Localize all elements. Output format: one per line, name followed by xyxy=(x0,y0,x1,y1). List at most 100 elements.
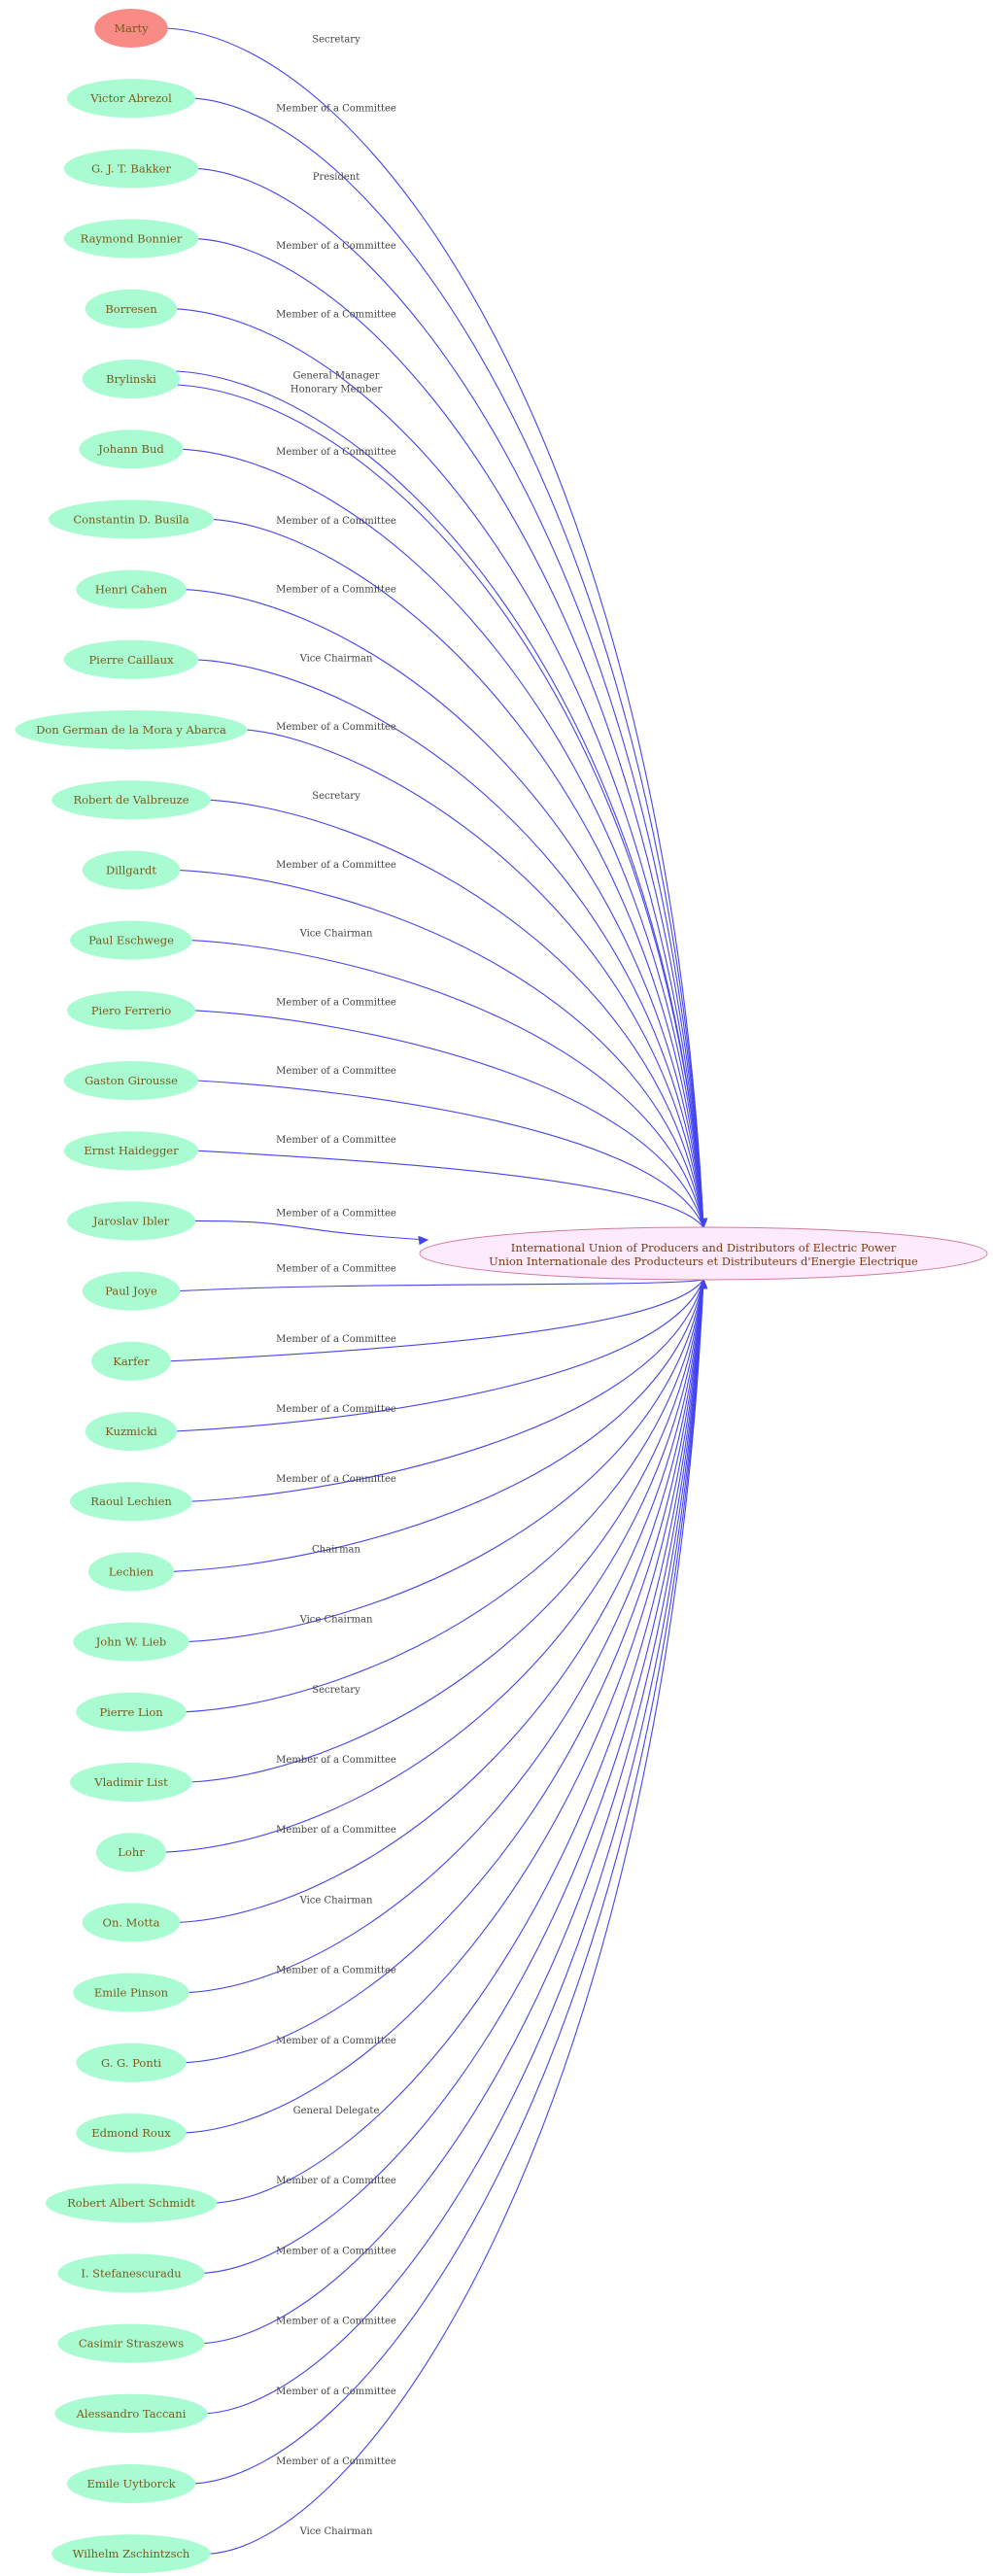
edge-label-5-a: General Manager xyxy=(292,371,379,382)
edge-label-18: Member of a Committee xyxy=(276,1264,396,1275)
edge-28 xyxy=(187,1279,704,1994)
person-name: Ernst Haidegger xyxy=(84,1144,179,1157)
edge-label-1: Member of a Committee xyxy=(276,103,396,114)
person-name: Pierre Caillaux xyxy=(88,653,174,667)
edge-4 xyxy=(175,308,704,1228)
edge-label-29: Member of a Committee xyxy=(276,2036,396,2046)
person-ellipse xyxy=(82,360,181,398)
person-node[interactable]: Henri Cahen xyxy=(76,569,187,609)
edge-label-32: Member of a Committee xyxy=(276,2246,396,2256)
person-node[interactable]: Don German de la Mora y Abarca xyxy=(15,710,248,749)
person-node[interactable]: Emile Uytborck xyxy=(66,2464,196,2503)
edge-arrowhead-36 xyxy=(699,1278,708,1289)
person-name: Constantin D. Busila xyxy=(73,512,189,526)
edge-24 xyxy=(184,1279,704,1713)
person-node[interactable]: Wilhelm Zschintzsch xyxy=(51,2534,211,2574)
person-node[interactable]: Raoul Lechien xyxy=(70,1482,192,1522)
person-node[interactable]: Vladimir List xyxy=(70,1763,192,1802)
person-ellipse xyxy=(82,850,181,890)
person-node[interactable]: Edmond Roux xyxy=(76,2113,187,2152)
edge-label-26: Member of a Committee xyxy=(276,1825,396,1836)
person-ellipse xyxy=(85,289,178,328)
person-node[interactable]: Paul Joye xyxy=(82,1271,181,1311)
person-node[interactable]: Kuzmicki xyxy=(85,1412,178,1451)
person-ellipse xyxy=(63,219,199,258)
person-node[interactable]: Lechien xyxy=(87,1552,175,1592)
edge-label-17: Member of a Committee xyxy=(276,1208,396,1219)
person-node[interactable]: Constantin D. Busila xyxy=(49,499,214,539)
person-node[interactable]: Casimir Straszews xyxy=(57,2323,205,2363)
edge-arrowhead-16 xyxy=(699,1218,708,1229)
edge-8 xyxy=(184,589,704,1228)
person-name: Gaston Girousse xyxy=(85,1074,178,1087)
person-node[interactable]: John W. Lieb xyxy=(73,1622,189,1662)
person-node[interactable]: Emile Pinson xyxy=(73,1973,189,2012)
person-ellipse xyxy=(15,710,248,749)
person-ellipse xyxy=(63,1061,199,1100)
person-ellipse xyxy=(45,2183,218,2223)
edge-label-31: Member of a Committee xyxy=(276,2176,396,2186)
person-ellipse xyxy=(91,1341,171,1381)
person-node[interactable]: Paul Eschwege xyxy=(70,920,192,960)
person-node[interactable]: Victor Abrezol xyxy=(66,79,196,119)
person-ellipse xyxy=(70,1482,192,1522)
person-node[interactable]: Gaston Girousse xyxy=(63,1061,199,1100)
person-node[interactable]: Karfer xyxy=(91,1341,171,1381)
edge-7 xyxy=(211,518,704,1228)
person-node[interactable]: Alessandro Taccani xyxy=(54,2393,208,2433)
person-ellipse xyxy=(82,1903,181,1942)
edge-label-7: Member of a Committee xyxy=(276,516,396,527)
person-node[interactable]: Jaroslav Ibler xyxy=(66,1201,196,1241)
person-ellipse xyxy=(57,2323,205,2363)
person-name: Paul Eschwege xyxy=(88,934,174,947)
person-ellipse xyxy=(63,149,199,189)
edge-label-21: Member of a Committee xyxy=(276,1474,396,1485)
person-name: Jaroslav Ibler xyxy=(92,1214,170,1227)
person-ellipse xyxy=(66,79,196,119)
person-node[interactable]: Lohr xyxy=(96,1833,166,1872)
person-name: Karfer xyxy=(113,1355,150,1368)
person-node[interactable]: Piero Ferrerio xyxy=(66,990,196,1030)
person-ellipse xyxy=(73,1973,189,2012)
edge-12 xyxy=(178,869,704,1228)
person-node[interactable]: Marty xyxy=(94,9,168,48)
person-ellipse xyxy=(51,2534,211,2574)
person-name: Alessandro Taccani xyxy=(76,2407,187,2421)
edge-25 xyxy=(189,1279,704,1783)
person-name: Raoul Lechien xyxy=(90,1494,172,1508)
person-node[interactable]: G. G. Ponti xyxy=(76,2043,187,2082)
edge-20 xyxy=(175,1279,704,1432)
edge-label-30: General Delegate xyxy=(293,2106,380,2116)
edge-label-25: Member of a Committee xyxy=(276,1755,396,1766)
person-node[interactable]: Ernst Haidegger xyxy=(63,1131,199,1171)
person-name: Emile Uytborck xyxy=(86,2477,176,2490)
person-node[interactable]: Pierre Caillaux xyxy=(63,639,199,679)
edge-label-36: Vice Chairman xyxy=(299,2526,373,2537)
hub-organization-node[interactable]: International Union of Producers and Dis… xyxy=(419,1226,988,1281)
person-node[interactable]: Johann Bud xyxy=(79,429,184,469)
person-name: Pierre Lion xyxy=(99,1705,163,1719)
person-ellipse xyxy=(87,1552,175,1592)
edge-label-23: Vice Chairman xyxy=(299,1615,373,1626)
person-node[interactable]: Raymond Bonnier xyxy=(63,219,199,258)
person-ellipse xyxy=(85,1412,178,1451)
edge-21 xyxy=(189,1279,704,1502)
person-node[interactable]: Borresen xyxy=(85,289,178,328)
person-node[interactable]: Pierre Lion xyxy=(76,1692,187,1732)
hub-label-line2: Union Internationale des Producteurs et … xyxy=(489,1254,918,1268)
person-node[interactable]: G. J. T. Bakker xyxy=(63,149,199,189)
person-ellipse xyxy=(70,1763,192,1802)
person-node[interactable]: Robert Albert Schmidt xyxy=(45,2183,218,2223)
person-node[interactable]: Robert de Valbreuze xyxy=(51,780,211,820)
person-name: Lohr xyxy=(118,1845,145,1859)
person-node[interactable]: I. Stefanescuradu xyxy=(57,2253,205,2293)
person-ellipse xyxy=(49,499,214,539)
person-name: Wilhelm Zschintzsch xyxy=(73,2547,190,2560)
edge-15 xyxy=(196,1080,704,1228)
person-node[interactable]: On. Motta xyxy=(82,1903,181,1942)
person-node[interactable]: Brylinski xyxy=(82,360,181,398)
person-node[interactable]: Dillgardt xyxy=(82,850,181,890)
edge-19 xyxy=(168,1279,704,1362)
edge-36 xyxy=(208,1279,704,2555)
